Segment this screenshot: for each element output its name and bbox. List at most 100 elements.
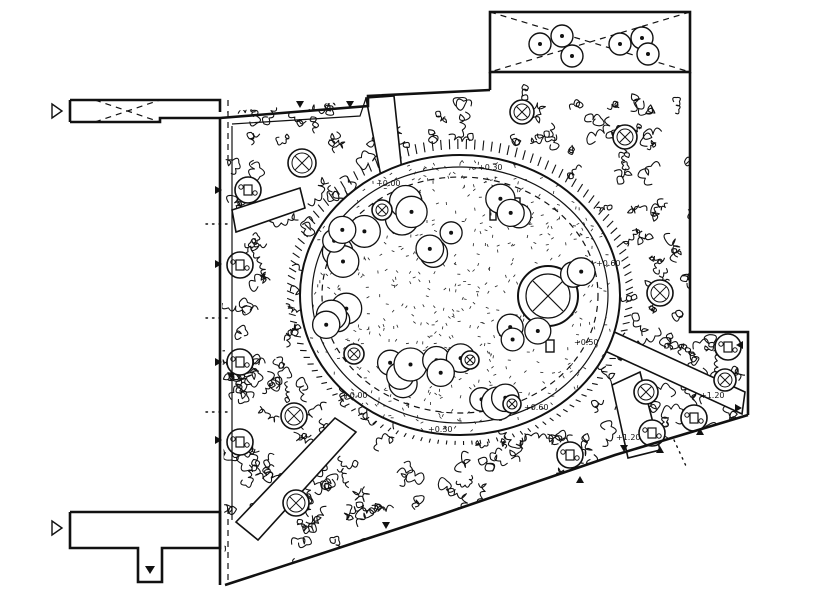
- pavilion-shrub-dot: [570, 54, 574, 58]
- shrub-leaf: [352, 486, 370, 503]
- lawn-dot: [479, 419, 482, 422]
- lawn-dot: [425, 295, 429, 298]
- tree-inner: [513, 103, 531, 121]
- lawn-dot: [428, 391, 431, 395]
- lawn-dot: [451, 334, 454, 338]
- hedge-stroke: [364, 416, 370, 421]
- lawn-dot: [491, 319, 495, 322]
- lawn-dot: [382, 323, 385, 328]
- tree-cross: [466, 356, 474, 364]
- lawn-dot: [534, 261, 538, 264]
- lawn-dot: [576, 373, 580, 377]
- lawn-dot: [378, 325, 381, 329]
- south-wall: [224, 413, 749, 587]
- hedge-stroke: [495, 437, 499, 442]
- plaza-inner-ring: [311, 166, 609, 424]
- tree-inner: [506, 398, 518, 410]
- hedge-stroke: [577, 183, 584, 193]
- lawn-dot: [453, 425, 457, 429]
- hedge-stroke: [606, 220, 614, 228]
- lawn-dot: [353, 329, 357, 333]
- shrub-leaf: [530, 134, 544, 145]
- lawn-dot: [374, 403, 378, 407]
- shrub-leaf: [262, 379, 276, 395]
- hedge-stroke: [621, 256, 629, 262]
- lawn-dot: [477, 286, 481, 289]
- lawn-dot: [503, 290, 506, 294]
- lawn-dot: [432, 188, 435, 192]
- lawn-dot: [585, 217, 588, 221]
- lawn-dot: [451, 308, 455, 312]
- hedge-stroke: [558, 168, 564, 178]
- lawn-dot: [394, 338, 398, 342]
- seat-circle: [638, 419, 666, 447]
- lawn-dot: [491, 365, 494, 369]
- direction-marker: [215, 358, 222, 366]
- shrub-leaf: [677, 343, 688, 356]
- seating-circles: [226, 176, 742, 469]
- lawn-dot: [458, 378, 462, 381]
- hedge-stroke: [403, 432, 407, 438]
- lawn-dot: [384, 268, 388, 272]
- lawn-dot: [377, 402, 379, 406]
- entrance-arrow-upper: [51, 102, 64, 120]
- shrub-leaf: [613, 168, 633, 185]
- hedge-stroke: [527, 427, 532, 433]
- shrub-leaf: [327, 131, 342, 148]
- hedge-stroke: [544, 160, 550, 170]
- hedge-stroke: [522, 150, 526, 160]
- lawn-dot: [579, 232, 583, 236]
- lawn-dot: [542, 381, 546, 384]
- lawn-dot: [342, 346, 346, 350]
- lawn-dot: [355, 395, 359, 397]
- raised-circle-tree: [525, 273, 571, 319]
- lawn-dot: [505, 366, 507, 370]
- lawn-dot: [356, 205, 360, 208]
- lawn-dot: [420, 427, 424, 431]
- hedge-stroke: [344, 403, 350, 407]
- lawn-dot: [334, 347, 338, 351]
- lawn-dot: [588, 321, 591, 325]
- lawn-dot: [461, 296, 464, 300]
- hedge-stroke: [511, 433, 515, 438]
- lawn-dot: [607, 282, 610, 286]
- shrub-leaf: [652, 258, 664, 275]
- plaza-path-dashes: [321, 176, 599, 414]
- hedge-stroke: [387, 427, 392, 432]
- lawn-dot: [545, 244, 549, 246]
- lawn-dot: [366, 296, 370, 299]
- lawn-dot: [406, 405, 410, 407]
- hedge-stroke: [564, 173, 571, 183]
- lawn-dot: [529, 223, 533, 225]
- lawn-dot: [507, 226, 510, 230]
- lawn-dot: [459, 395, 462, 399]
- lawn-dot: [513, 382, 516, 385]
- seat-chair: [642, 427, 648, 433]
- shrub-leaf: [309, 116, 319, 134]
- elevation-label-bottom-left: +0.00: [343, 391, 368, 400]
- lawn-dot: [439, 416, 442, 419]
- lawn-dot: [433, 311, 437, 314]
- hedge-stroke: [620, 329, 628, 332]
- shrub-leaf: [373, 433, 395, 452]
- hedge-stroke: [519, 430, 524, 435]
- hedge-stroke: [445, 440, 448, 445]
- hedge-stroke: [288, 313, 296, 317]
- entrance-upper-top: [70, 98, 222, 112]
- direction-marker: [620, 445, 628, 452]
- shrub-leaf: [567, 144, 575, 156]
- shrub-leaf: [331, 139, 346, 154]
- lawn-dot: [418, 271, 421, 275]
- seat-chair: [560, 449, 566, 455]
- hedge-stroke: [498, 143, 502, 154]
- tree-cross: [289, 496, 303, 510]
- hedge-stroke: [556, 413, 562, 417]
- lawn-dot: [474, 228, 476, 232]
- hedge-stroke: [582, 189, 589, 198]
- hedge-stroke: [316, 375, 323, 378]
- shrub-leaf: [262, 452, 275, 476]
- lawn-dot: [476, 325, 479, 329]
- lawn-dot: [456, 419, 460, 422]
- hedge-stroke: [586, 388, 593, 392]
